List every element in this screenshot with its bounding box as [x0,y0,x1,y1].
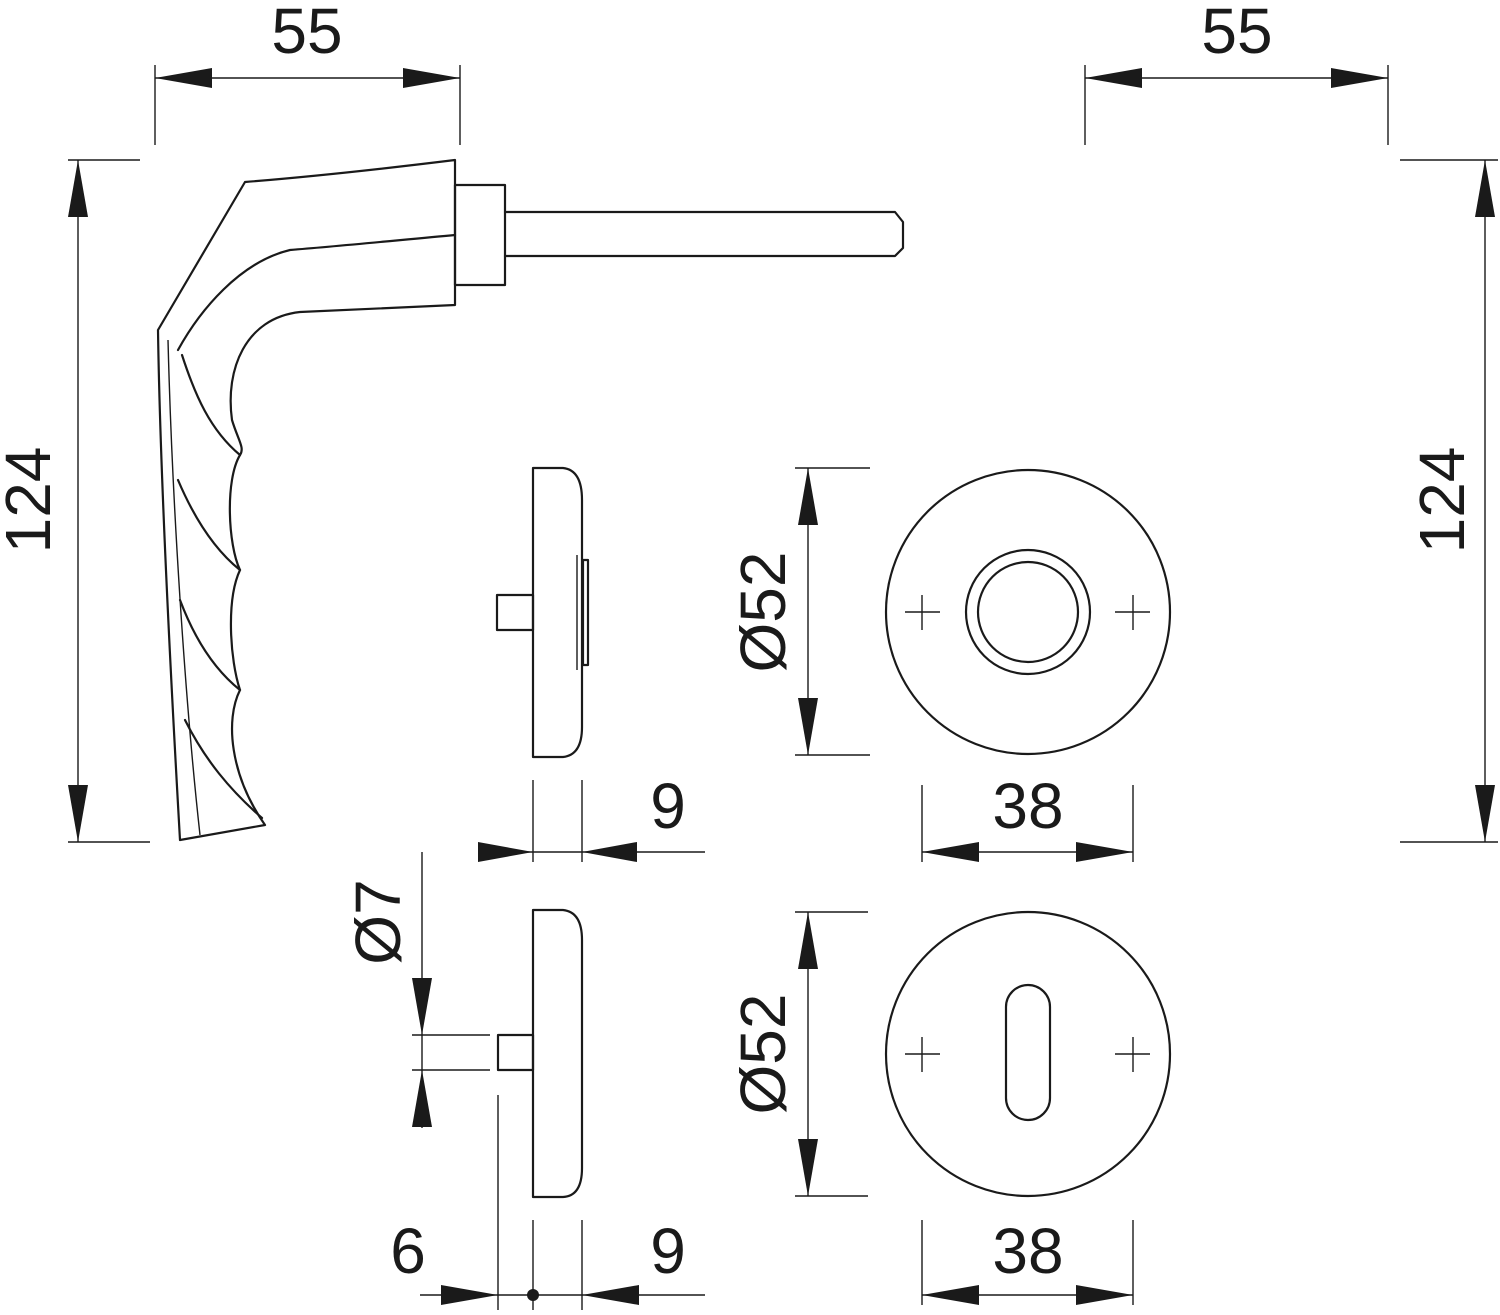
screw-mark-left [905,1037,940,1072]
screw-mark-right [1115,1037,1150,1072]
dim-pin-length: 6 [390,1215,426,1287]
screw-mark-right [1115,595,1150,630]
dim-lever-right-height: 124 [1406,447,1478,554]
rose-side-view [495,466,590,759]
keyhole-slot [1004,983,1052,1122]
dimension-lines [68,65,1498,1310]
dim-rose-inner-width: 38 [992,770,1063,842]
lever-handle-left [156,158,905,842]
dim-escutcheon-diameter: Ø52 [727,994,799,1115]
dim-rose-diameter: Ø52 [727,552,799,673]
rose-front-view [884,468,1172,756]
dim-escutcheon-inner-width: 38 [992,1215,1063,1287]
escutcheon-front-view [884,910,1172,1198]
dim-lever-left-height: 124 [0,447,64,554]
dim-lever-left-width: 55 [271,0,342,67]
dim-rose-thickness: 9 [650,770,686,842]
dim-pin-diameter: Ø7 [342,879,414,964]
dim-lever-right-width: 55 [1201,0,1272,67]
screw-mark-left [905,595,940,630]
escutcheon-side-view [496,908,584,1199]
dim-escutcheon-thickness: 9 [650,1215,686,1287]
